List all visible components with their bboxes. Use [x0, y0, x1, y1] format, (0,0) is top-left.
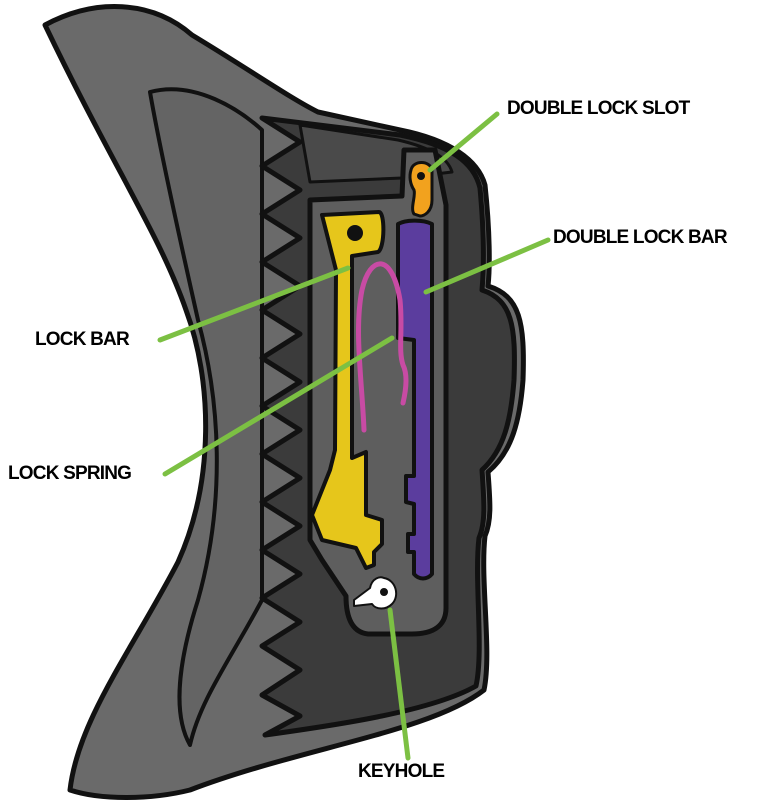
label-lock-bar: LOCK BAR: [35, 329, 130, 350]
label-double-lock-bar: DOUBLE LOCK BAR: [553, 227, 728, 248]
keyhole: [353, 576, 398, 610]
keyhole-center: [380, 588, 388, 596]
label-double-lock-slot: DOUBLE LOCK SLOT: [507, 98, 690, 119]
label-lock-spring: LOCK SPRING: [8, 463, 132, 484]
shell-ridge: [148, 87, 264, 747]
leader-lock-bar: [157, 265, 351, 343]
double-lock-slot-hole: [417, 172, 425, 180]
leader-double-lock-slot: [427, 111, 500, 173]
leader-lock-spring: [162, 335, 395, 477]
keyhole-shape: [353, 576, 398, 610]
lock-bar: [310, 210, 386, 570]
leader-keyhole: [387, 607, 411, 761]
leader-double-lock-bar: [423, 237, 551, 295]
lock-bar-pivot-hole: [347, 225, 363, 241]
lock-spring: [356, 261, 409, 433]
label-keyhole: KEYHOLE: [358, 761, 445, 782]
double-lock-bar: [396, 218, 434, 581]
double-lock-slot: [408, 161, 434, 218]
